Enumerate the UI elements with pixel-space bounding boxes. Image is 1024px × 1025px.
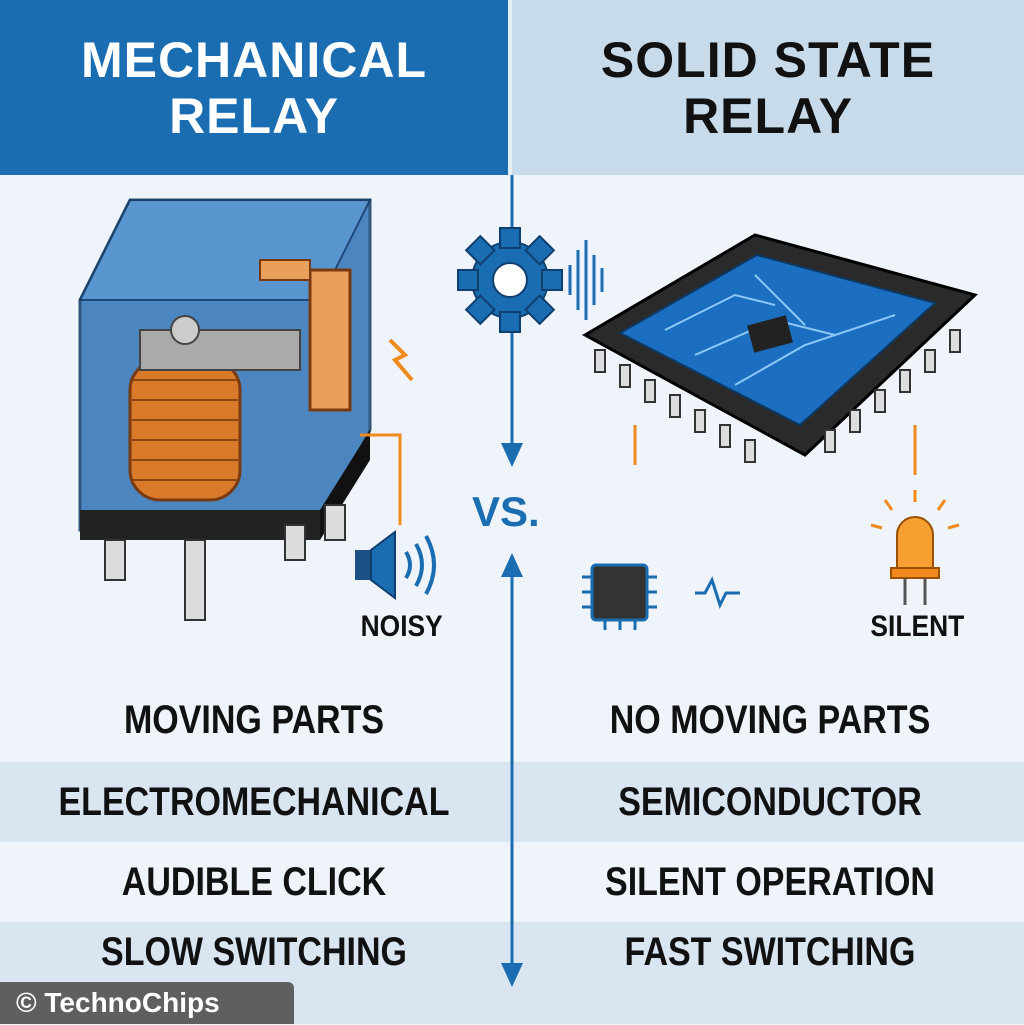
row-right-text: NO MOVING PARTS — [609, 697, 931, 742]
solid-state-relay-illustration — [581, 233, 978, 475]
row-right-text: SEMICONDUCTOR — [618, 779, 922, 824]
arrow-up-icon — [501, 553, 523, 577]
row-left-text: SLOW SWITCHING — [101, 929, 407, 974]
row-left-text: ELECTROMECHANICAL — [58, 779, 450, 824]
vs-label: VS. — [472, 488, 540, 535]
gear-icon — [457, 227, 604, 333]
mechanical-relay-illustration — [78, 198, 414, 621]
pulse-icon — [695, 576, 740, 609]
row-right-text: SILENT OPERATION — [605, 859, 935, 904]
noisy-label: NOISY — [360, 610, 443, 643]
silent-label: SILENT — [870, 610, 965, 643]
spark-icon — [388, 338, 414, 382]
comparison-row: AUDIBLE CLICK SILENT OPERATION — [0, 842, 1024, 922]
arrow-down-icon — [501, 963, 523, 987]
speaker-icon — [355, 530, 436, 600]
microchip-icon — [582, 563, 740, 630]
comparison-row: MOVING PARTS NO MOVING PARTS — [0, 680, 1024, 760]
header-mechanical-relay: MECHANICAL RELAY — [0, 0, 508, 175]
sound-wave-icon — [568, 240, 604, 320]
row-left-text: AUDIBLE CLICK — [121, 859, 387, 904]
row-left-text: MOVING PARTS — [123, 697, 385, 742]
row-right-text: FAST SWITCHING — [624, 929, 916, 974]
header-solid-state-relay: SOLID STATE RELAY — [512, 0, 1024, 175]
right-title: SOLID STATE RELAY — [600, 31, 936, 144]
arrow-down-icon — [501, 443, 523, 467]
comparison-row: ELECTROMECHANICAL SEMICONDUCTOR — [0, 762, 1024, 842]
header-divider — [508, 0, 512, 175]
left-title: MECHANICAL RELAY — [80, 31, 428, 144]
chip-die — [747, 315, 793, 353]
watermark: © TechnoChips — [0, 982, 294, 1024]
led-icon — [870, 490, 960, 605]
